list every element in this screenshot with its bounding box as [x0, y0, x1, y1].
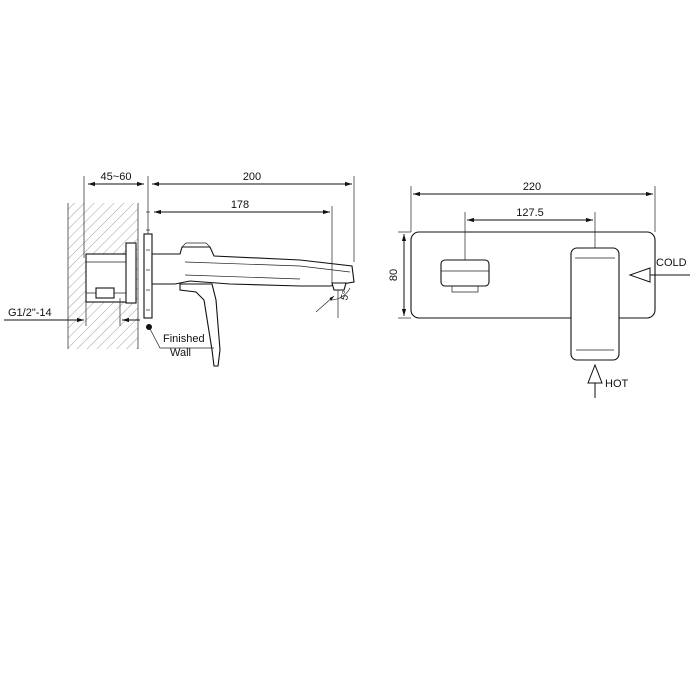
dim-plate-height: 80	[388, 269, 400, 281]
label-wall: Wall	[170, 347, 191, 359]
dim-thread: G1/2"-14	[8, 307, 52, 319]
label-finished: Finished	[163, 333, 205, 345]
dim-spout-length: 178	[231, 199, 249, 211]
spout-side	[151, 246, 355, 287]
side-view	[4, 176, 355, 367]
wall-plate-side	[143, 233, 153, 319]
dim-plate-width: 220	[523, 181, 541, 193]
dim-handle-spacing: 127.5	[516, 207, 544, 219]
lever-side	[179, 283, 221, 367]
arrow-left-icon	[628, 267, 690, 283]
cold-handle	[440, 259, 490, 287]
hot-handle	[570, 247, 620, 361]
arrow-up-icon	[587, 363, 603, 398]
label-cold: COLD	[656, 257, 687, 269]
dim-angle: 5°	[339, 290, 352, 302]
front-view	[398, 186, 690, 398]
label-hot: HOT	[605, 378, 629, 390]
dim-total-length: 200	[243, 171, 261, 183]
dim-wall-range: 45~60	[101, 171, 132, 183]
